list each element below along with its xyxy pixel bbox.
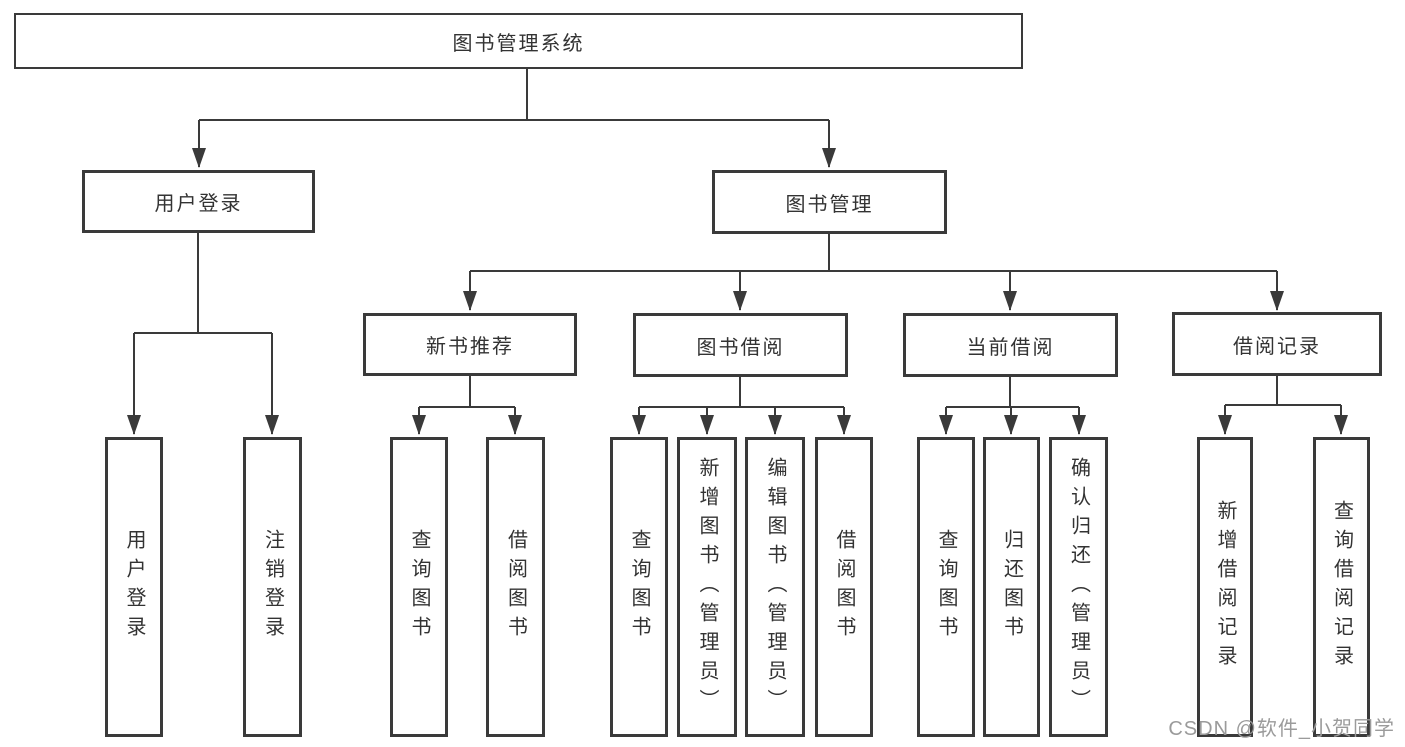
node-label: 借阅记录	[1233, 335, 1321, 358]
node-label: 归还图书	[1000, 529, 1023, 645]
node-label: 编辑图书（管理员）	[764, 456, 786, 718]
node-label: 当前借阅	[966, 336, 1055, 359]
node-leaf-borrow-book-1: 借阅图书	[486, 437, 545, 737]
node-leaf-borrow-book-2: 借阅图书	[815, 437, 873, 737]
node-label: 借阅图书	[504, 529, 527, 645]
node-leaf-confirm-return-admin: 确认归还（管理员）	[1049, 437, 1108, 737]
node-label: 图书管理	[785, 193, 874, 216]
node-leaf-add-book-admin: 新增图书（管理员）	[677, 437, 737, 737]
node-book-management: 图书管理	[712, 170, 947, 234]
node-label: 新增借阅记录	[1214, 500, 1236, 674]
node-label: 查询图书	[408, 529, 430, 645]
node-label: 确认归还（管理员）	[1067, 456, 1090, 718]
node-label: 新书推荐	[426, 336, 514, 358]
node-leaf-user-login: 用户登录	[105, 437, 163, 737]
node-label: 查询图书	[628, 529, 650, 645]
node-label: 注销登录	[261, 529, 284, 645]
node-label: 新增图书（管理员）	[696, 456, 718, 718]
node-leaf-query-book-1: 查询图书	[390, 437, 448, 737]
node-leaf-return-book: 归还图书	[983, 437, 1040, 737]
node-label: 图书管理系统	[452, 32, 585, 55]
node-book-borrowing: 图书借阅	[633, 313, 848, 377]
node-new-book-recommendation: 新书推荐	[363, 313, 577, 376]
csdn-watermark: CSDN @软件_小贺同学	[1168, 718, 1395, 740]
node-leaf-logout: 注销登录	[243, 437, 302, 737]
node-leaf-edit-book-admin: 编辑图书（管理员）	[745, 437, 805, 737]
node-label: 用户登录	[154, 193, 243, 215]
node-label: 用户登录	[123, 529, 145, 645]
node-leaf-query-book-3: 查询图书	[917, 437, 975, 737]
node-label: 查询借阅记录	[1330, 500, 1353, 674]
node-leaf-query-book-2: 查询图书	[610, 437, 668, 737]
node-label: 图书借阅	[696, 336, 785, 359]
node-label: 借阅图书	[833, 529, 855, 645]
node-leaf-query-borrow-record: 查询借阅记录	[1313, 437, 1370, 737]
node-current-borrowing: 当前借阅	[903, 313, 1118, 377]
node-leaf-add-borrow-record: 新增借阅记录	[1197, 437, 1253, 737]
node-user-login-group: 用户登录	[82, 170, 315, 233]
node-borrowing-records: 借阅记录	[1172, 312, 1382, 376]
node-label: 查询图书	[935, 529, 957, 645]
node-library-management-system: 图书管理系统	[14, 13, 1023, 69]
